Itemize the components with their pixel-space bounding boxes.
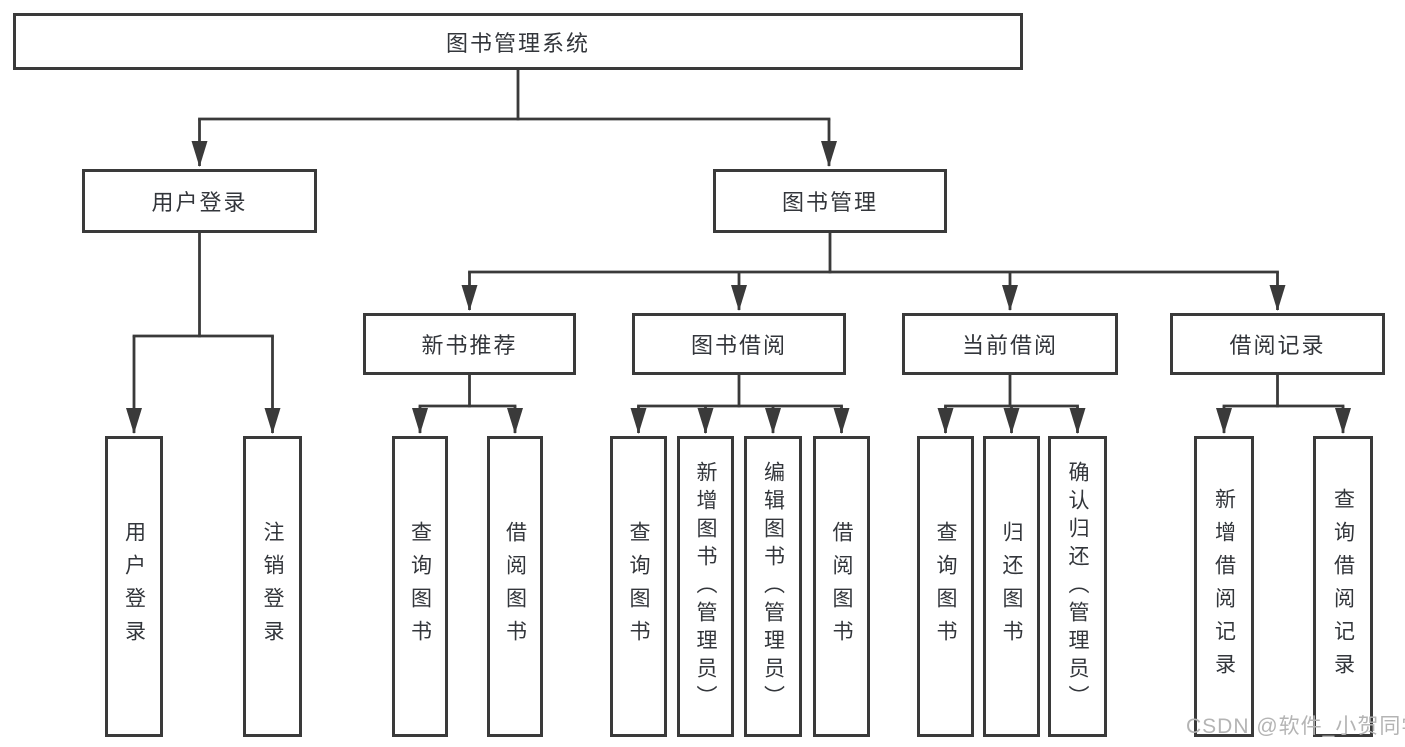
node-leaf-nb-borrow-books-label: 借阅图书: [503, 520, 527, 653]
node-book-borrowing: 图书借阅: [632, 313, 846, 375]
node-user-login-label: 用户登录: [151, 190, 248, 215]
node-leaf-nb-borrow-books: 借阅图书: [487, 436, 543, 737]
node-leaf-user-login-label: 用户登录: [122, 520, 146, 653]
node-leaf-bb-borrow-books: 借阅图书: [813, 436, 870, 737]
node-leaf-bb-add-books-admin: 新增图书（管理员）: [677, 436, 734, 737]
node-leaf-bb-edit-books-admin-label: 编辑图书（管理员）: [761, 460, 785, 713]
node-book-borrowing-label: 图书借阅: [690, 333, 787, 358]
node-book-management-label: 图书管理: [781, 190, 878, 215]
node-leaf-cb-return-books: 归还图书: [983, 436, 1040, 737]
node-leaf-cb-query-books: 查询图书: [917, 436, 974, 737]
node-leaf-bb-edit-books-admin: 编辑图书（管理员）: [744, 436, 802, 737]
node-leaf-br-add-record-label: 新增借阅记录: [1212, 487, 1236, 686]
node-leaf-user-login: 用户登录: [105, 436, 163, 737]
node-leaf-logout: 注销登录: [243, 436, 302, 737]
node-new-book-recommend: 新书推荐: [363, 313, 576, 375]
node-leaf-bb-add-books-admin-label: 新增图书（管理员）: [694, 460, 717, 713]
node-root: 图书管理系统: [13, 13, 1023, 70]
node-root-label: 图书管理系统: [445, 30, 590, 56]
node-current-borrowing: 当前借阅: [902, 313, 1118, 375]
node-user-login: 用户登录: [82, 169, 317, 233]
node-leaf-nb-query-books-label: 查询图书: [408, 520, 432, 653]
node-leaf-cb-query-books-label: 查询图书: [934, 520, 957, 653]
node-leaf-bb-query-books: 查询图书: [610, 436, 667, 737]
node-current-borrowing-label: 当前借阅: [961, 333, 1058, 358]
node-leaf-nb-query-books: 查询图书: [392, 436, 448, 737]
node-new-book-recommend-label: 新书推荐: [421, 333, 518, 358]
node-borrow-records-label: 借阅记录: [1229, 333, 1326, 358]
node-leaf-logout-label: 注销登录: [261, 520, 284, 653]
node-leaf-br-add-record: 新增借阅记录: [1194, 436, 1254, 737]
node-leaf-br-query-record: 查询借阅记录: [1313, 436, 1373, 737]
node-book-management: 图书管理: [713, 169, 947, 233]
node-leaf-cb-confirm-return-admin-label: 确认归还（管理员）: [1066, 460, 1089, 713]
node-leaf-cb-return-books-label: 归还图书: [1000, 520, 1023, 653]
node-leaf-cb-confirm-return-admin: 确认归还（管理员）: [1048, 436, 1107, 737]
node-leaf-bb-borrow-books-label: 借阅图书: [830, 520, 853, 653]
node-leaf-br-query-record-label: 查询借阅记录: [1331, 487, 1355, 686]
node-borrow-records: 借阅记录: [1170, 313, 1385, 375]
csdn-watermark: CSDN @软件_小贺同学: [1186, 715, 1405, 738]
node-leaf-bb-query-books-label: 查询图书: [627, 520, 650, 653]
